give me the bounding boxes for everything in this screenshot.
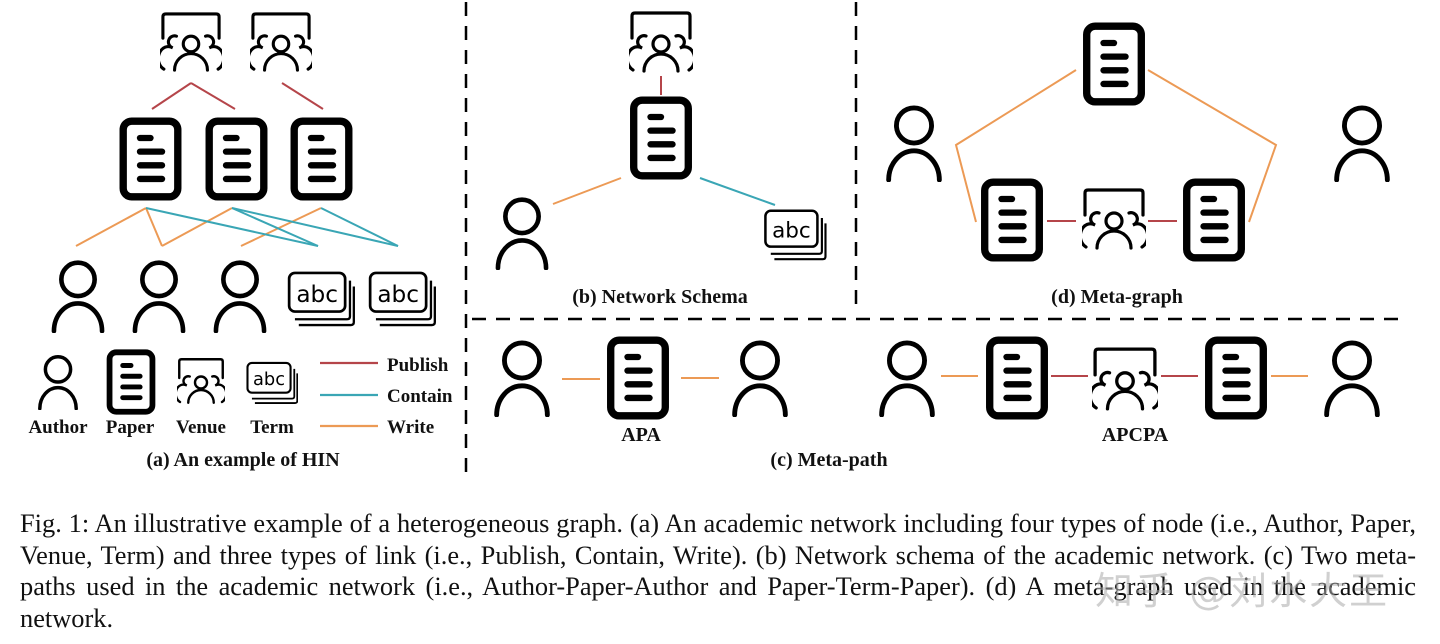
edge-contain: [145, 207, 319, 247]
author-icon: [882, 343, 933, 415]
legend-link-label: Write: [387, 417, 434, 438]
author-icon: [216, 263, 264, 331]
edge-contain: [320, 207, 399, 247]
edge-write: [954, 69, 1077, 223]
watermark: 知乎 @刘水大王: [1095, 569, 1390, 613]
venue-icon: [160, 12, 222, 72]
author-icon: [735, 343, 786, 415]
meta-path-label-apa: APA: [621, 424, 661, 446]
author-icon: [1327, 343, 1378, 415]
author-icon: [1337, 108, 1388, 180]
paper-icon: [209, 121, 264, 197]
author-icon: [498, 200, 546, 268]
edge-publish: [151, 82, 192, 110]
paper-icon: [1187, 182, 1242, 258]
edge-contain: [231, 207, 319, 247]
legend-node-label: Paper: [106, 417, 155, 438]
panel-b-network-schema: (b) Network Schema: [498, 11, 827, 308]
edge-write: [1147, 69, 1278, 223]
edge-write: [145, 207, 163, 247]
panel-d-meta-graph: (d) Meta-graph: [889, 26, 1388, 308]
panel-c-meta-path: APA APCPA (c) Meta-path: [497, 340, 1378, 471]
heterogeneous-graph-figure: abc: [28, 2, 1400, 472]
meta-path-label-apcpa: APCPA: [1102, 424, 1169, 446]
legend-node-label: Venue: [176, 417, 226, 438]
paper-icon: [634, 100, 689, 176]
edge-publish: [281, 82, 324, 110]
paper-icon: [611, 340, 666, 416]
venue-icon: [1092, 347, 1158, 411]
legend-node-label: Term: [250, 417, 294, 438]
paper-icon: [1209, 340, 1264, 416]
legend-link-label: Contain: [387, 386, 453, 407]
term-icon: [764, 209, 827, 261]
edge-write: [552, 177, 622, 205]
legend-author-icon: [37, 354, 79, 410]
panel-b-title: (b) Network Schema: [572, 286, 748, 308]
legend-paper-icon: [110, 352, 153, 411]
edge-write: [240, 207, 322, 247]
paper-icon: [294, 121, 349, 197]
paper-icon: [123, 121, 178, 197]
venue-icon: [1082, 188, 1146, 250]
panel-dividers: [464, 2, 1400, 472]
paper-icon: [1087, 26, 1142, 102]
term-icon: [368, 271, 436, 327]
legend-term-icon: [246, 361, 298, 405]
legend-link-label: Publish: [387, 355, 449, 376]
panel-a-hin-example: Author Paper Venue Term Publish Contain …: [28, 12, 453, 471]
author-icon: [54, 263, 102, 331]
paper-icon: [985, 182, 1040, 258]
figure-caption: Fig. 1: An illustrative example of a het…: [20, 508, 1416, 633]
legend-venue-icon: [177, 358, 225, 404]
venue-icon: [629, 11, 693, 73]
legend-node-label: Author: [28, 417, 88, 438]
author-icon: [497, 343, 548, 415]
term-icon: [287, 271, 355, 327]
edge-contain: [231, 207, 399, 247]
edge-write: [161, 207, 233, 247]
edge-write: [75, 207, 147, 247]
author-icon: [889, 108, 940, 180]
edge-publish: [190, 82, 236, 110]
author-icon: [135, 263, 183, 331]
panel-d-title: (d) Meta-graph: [1051, 286, 1183, 308]
edge-contain: [699, 177, 776, 206]
paper-icon: [990, 340, 1045, 416]
panel-a-title: (a) An example of HIN: [146, 449, 340, 471]
panel-c-title: (c) Meta-path: [770, 449, 887, 471]
venue-icon: [250, 12, 312, 72]
